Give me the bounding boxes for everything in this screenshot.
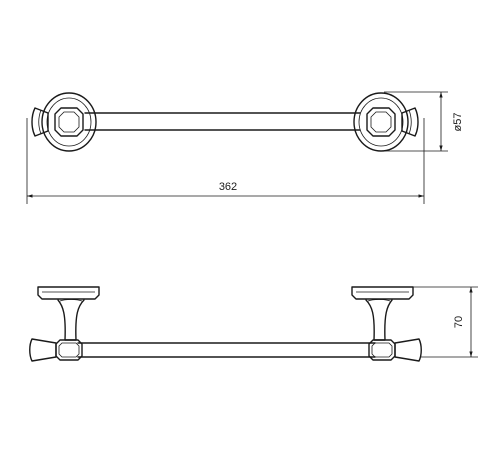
diameter-dimension: ø57 — [384, 91, 464, 152]
diameter-label: ø57 — [452, 113, 464, 132]
rod-front — [84, 112, 361, 131]
front-view: ø57 362 — [26, 91, 464, 204]
side-view: 70 — [29, 286, 478, 362]
depth-dimension: 70 — [413, 286, 478, 358]
left-bracket-side — [29, 286, 100, 362]
right-wall-mount-front — [353, 92, 419, 152]
right-bracket-side — [351, 286, 422, 362]
depth-label: 70 — [453, 316, 465, 328]
length-dimension: 362 — [26, 118, 425, 204]
left-wall-mount-front — [31, 92, 97, 152]
length-label: 362 — [219, 181, 237, 193]
rod-side — [77, 342, 376, 358]
